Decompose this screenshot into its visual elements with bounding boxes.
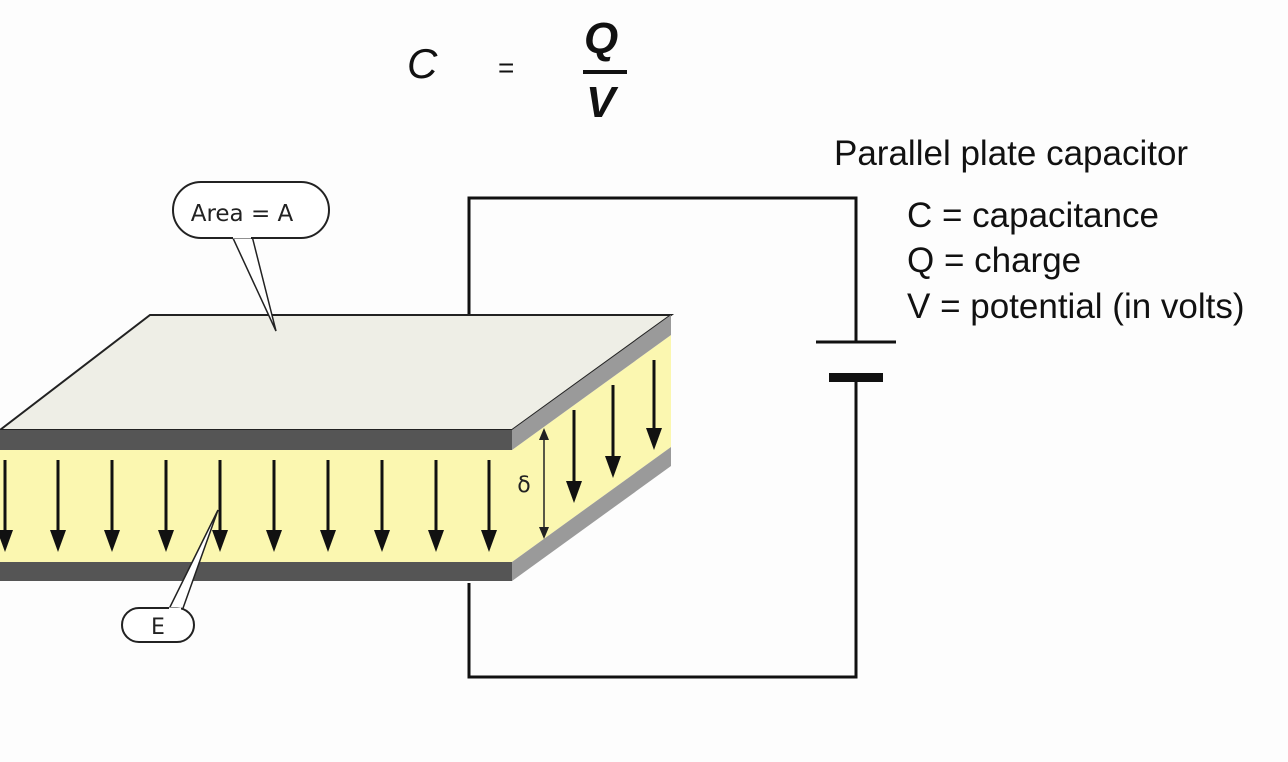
separation-label: δ (517, 473, 530, 498)
legend-item-capacitance: C = capacitance (907, 196, 1159, 235)
legend-item-charge: Q = charge (907, 241, 1082, 280)
area-callout: Area = A (172, 181, 330, 332)
battery-icon (816, 340, 896, 382)
formula-capacitance-symbol: C (407, 40, 438, 87)
dielectric-side (512, 335, 671, 562)
field-arrow (212, 460, 228, 552)
legend-title: Parallel plate capacitor (834, 134, 1189, 173)
area-label: Area = A (191, 201, 294, 227)
field-arrow (428, 460, 444, 552)
legend-item-potential: V = potential (in volts) (907, 287, 1245, 326)
field-arrow (158, 460, 174, 552)
wire-top (467, 196, 858, 362)
field-arrow (266, 460, 282, 552)
field-arrows-front (0, 460, 497, 552)
capacitance-formula: C = Q V (0, 0, 1288, 140)
top-plate (0, 314, 675, 450)
formula-equals-sign: = (498, 52, 515, 83)
field-arrow (646, 360, 662, 450)
wire-bottom (467, 378, 858, 679)
field-arrow (605, 385, 621, 478)
field-arrow (320, 460, 336, 552)
field-arrow (566, 410, 582, 503)
field-label: E (151, 615, 165, 640)
fraction-bar (583, 70, 627, 74)
circuit-wires (467, 196, 858, 679)
field-arrow (0, 460, 13, 552)
formula-denominator-voltage: V (586, 78, 616, 127)
formula-numerator-charge: Q (584, 14, 619, 63)
field-arrow (50, 460, 66, 552)
field-arrows-side (566, 360, 662, 503)
field-arrow (104, 460, 120, 552)
dielectric-front (0, 450, 512, 562)
field-arrow (374, 460, 390, 552)
bottom-plate (0, 447, 671, 581)
field-callout: E (121, 509, 219, 643)
separation-marker: δ (517, 428, 549, 539)
field-arrow (481, 460, 497, 552)
